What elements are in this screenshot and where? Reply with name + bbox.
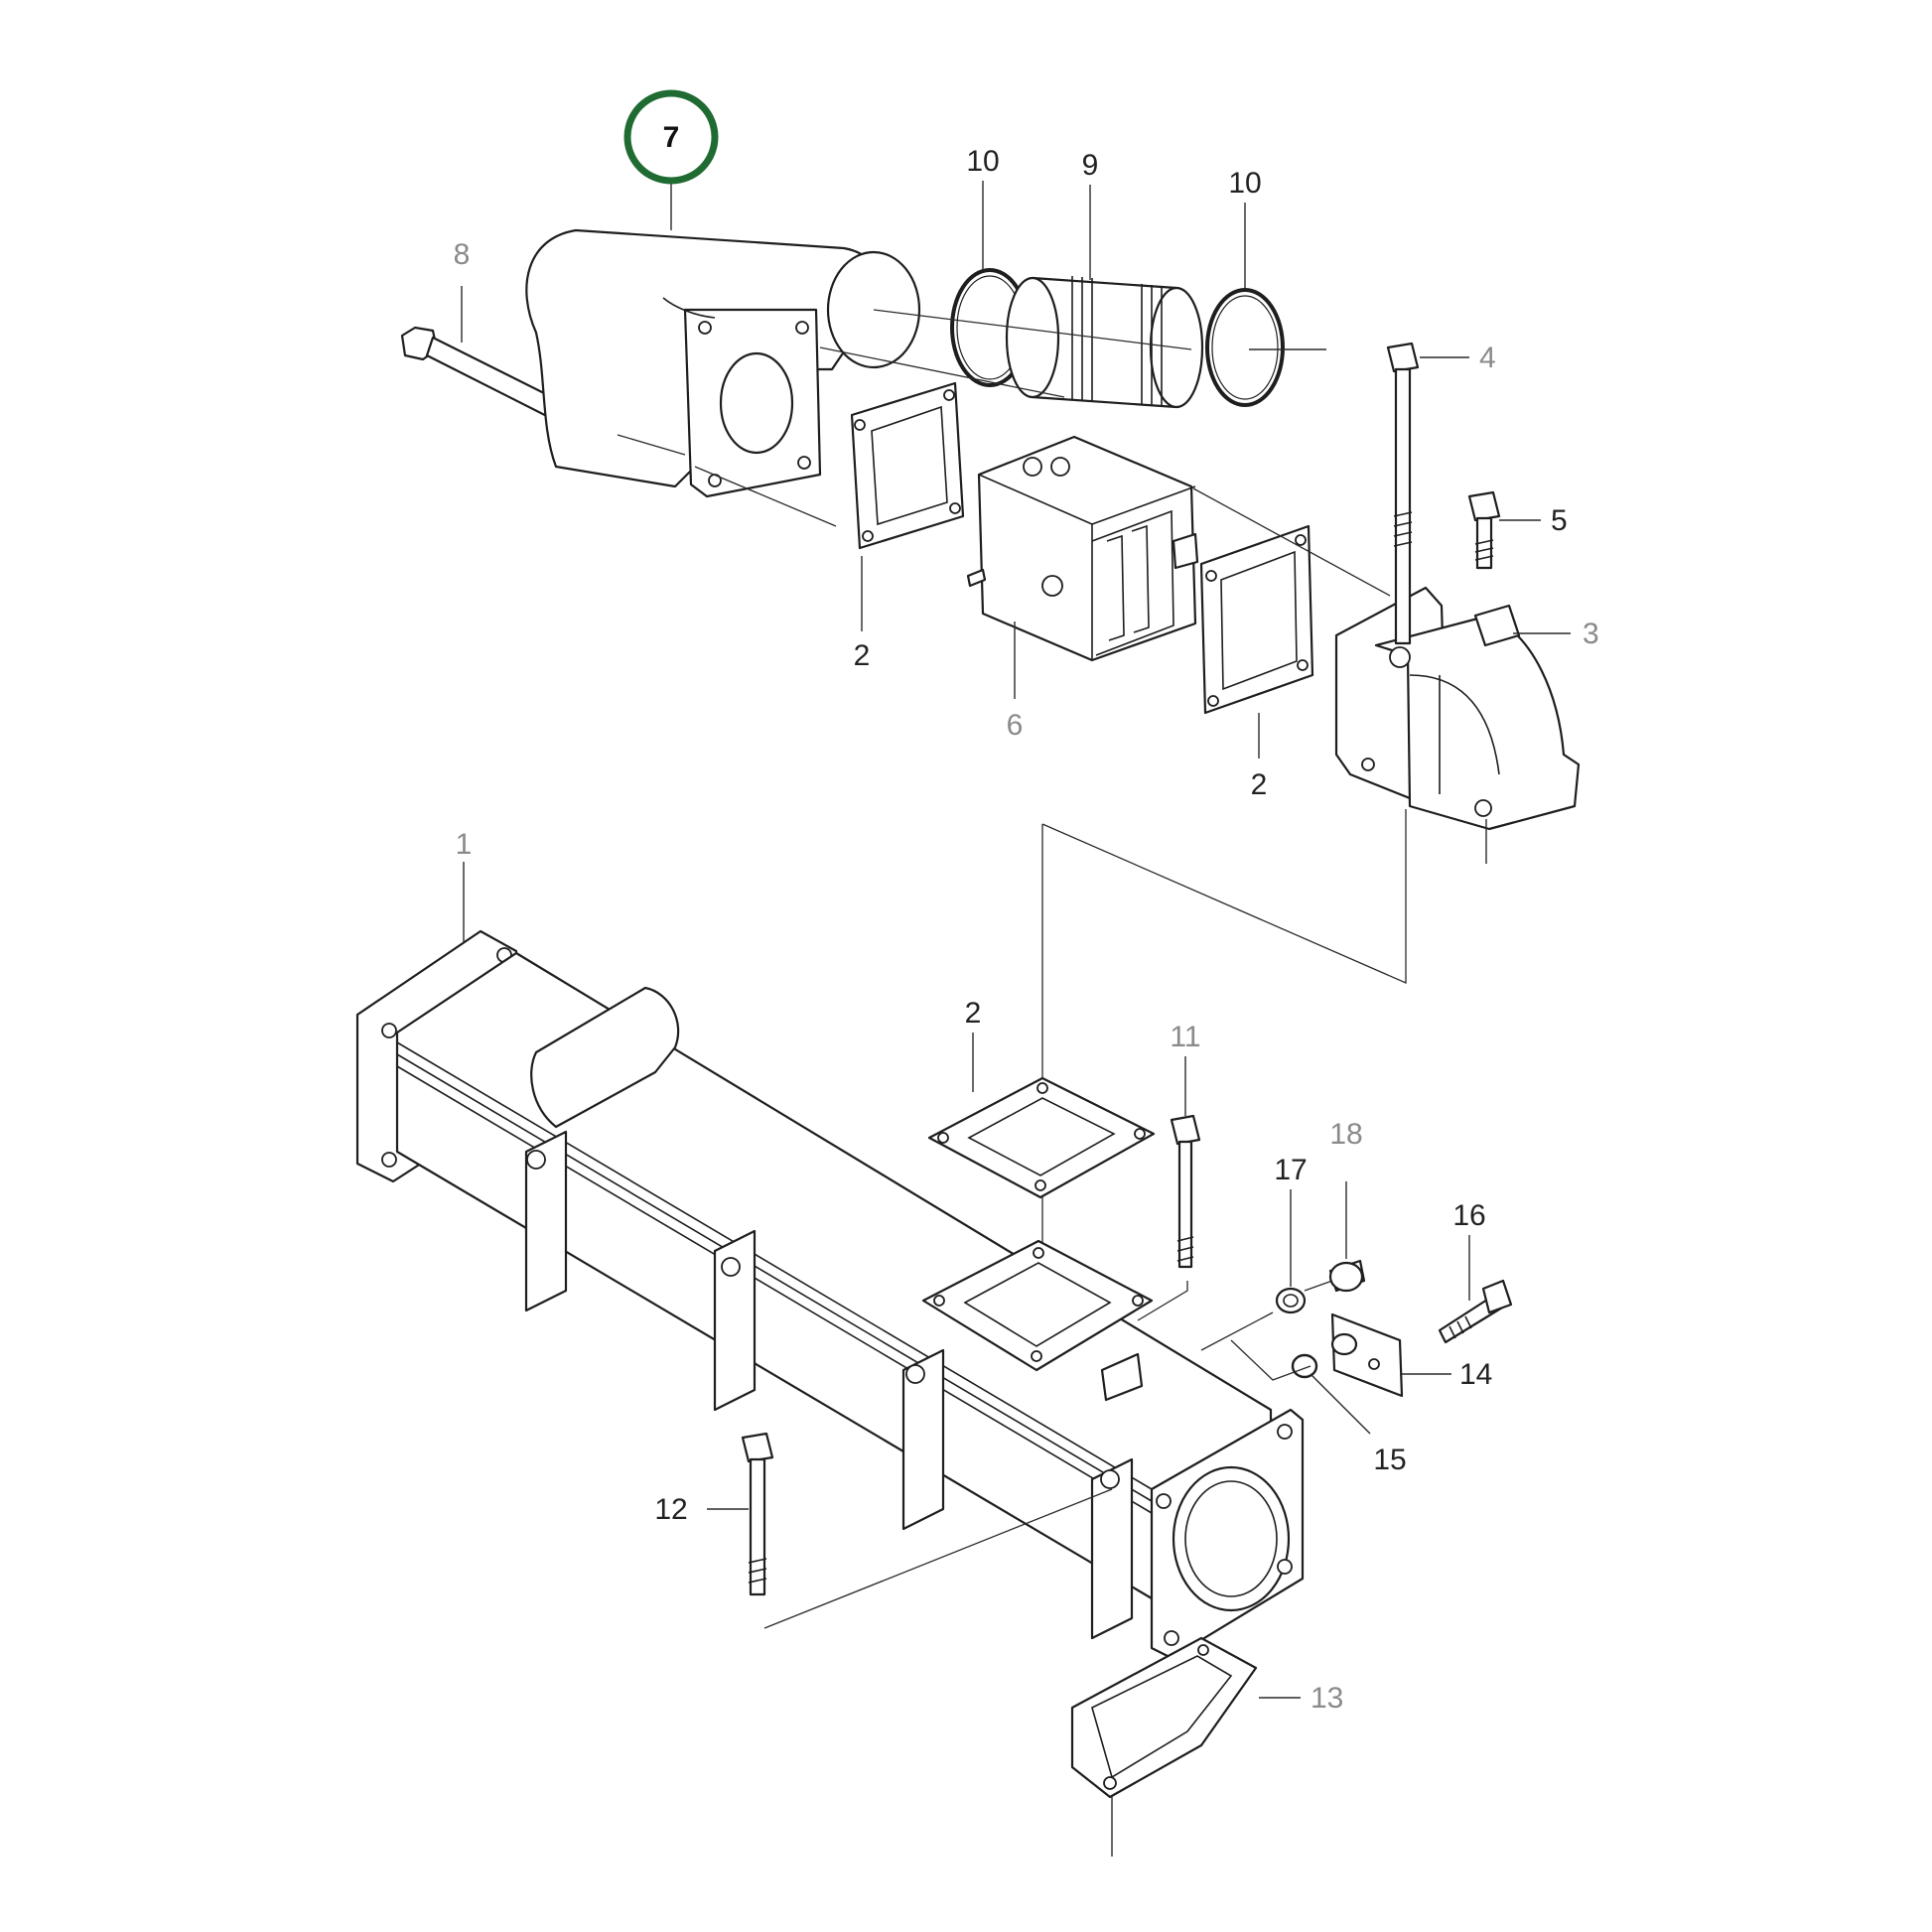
callout-10-right: 10 — [1228, 167, 1261, 200]
part-4-vertical-bolt — [1386, 342, 1420, 645]
part-12-bolt — [741, 1432, 1113, 1629]
part-1-intake-manifold — [355, 929, 1305, 1660]
callout-5: 5 — [1551, 504, 1568, 537]
part-2-flange-lower — [921, 1239, 1154, 1372]
callout-2-upper-right: 2 — [1251, 768, 1268, 801]
callout-4: 4 — [1479, 342, 1496, 374]
callout-7: 7 — [663, 121, 680, 154]
callout-leaders — [463, 179, 1571, 1699]
callout-16: 16 — [1452, 1199, 1485, 1232]
part-11-bolt — [1137, 1114, 1201, 1321]
callout-11: 11 — [1170, 1021, 1200, 1053]
callout-17: 17 — [1274, 1154, 1307, 1186]
lower-reference-lines — [1200, 1280, 1333, 1381]
callout-2-lower: 2 — [965, 997, 982, 1030]
part-10-o-ring-right — [1205, 288, 1285, 407]
callout-2-upper-left: 2 — [854, 639, 871, 672]
part-2-gasket-upper-right — [1199, 524, 1314, 715]
part-6-valve-block — [966, 435, 1199, 662]
part-13-gasket — [1070, 1636, 1258, 1857]
callout-8: 8 — [454, 238, 471, 271]
callout-1: 1 — [456, 828, 473, 861]
part-17-washer — [1275, 1287, 1307, 1314]
part-15-o-ring — [1291, 1353, 1318, 1379]
part-2-gasket-lower — [927, 1076, 1156, 1199]
callout-18: 18 — [1329, 1118, 1362, 1151]
callout-6: 6 — [1007, 709, 1024, 742]
manifold-ports — [524, 1130, 1134, 1640]
callout-12: 12 — [654, 1493, 687, 1526]
callout-15: 15 — [1373, 1444, 1406, 1476]
part-14-sensor-plate — [1330, 1312, 1404, 1398]
part-2-gasket-upper-left — [850, 381, 965, 550]
part-5-short-bolt — [1467, 490, 1501, 570]
highlight-circle — [623, 89, 719, 185]
part-7-intake-pipe — [525, 228, 921, 498]
upper-reference-lines — [617, 309, 1407, 1440]
part-9-coupling-sleeve — [1005, 276, 1204, 409]
callout-10-left: 10 — [966, 145, 999, 178]
callout-3: 3 — [1583, 618, 1599, 650]
callout-9: 9 — [1082, 149, 1099, 182]
part-16-bolt — [1438, 1279, 1513, 1344]
part-3-elbow-housing — [1334, 586, 1581, 864]
part-18-plug — [1328, 1259, 1366, 1293]
callout-14: 14 — [1459, 1358, 1492, 1391]
callout-13: 13 — [1311, 1682, 1343, 1715]
